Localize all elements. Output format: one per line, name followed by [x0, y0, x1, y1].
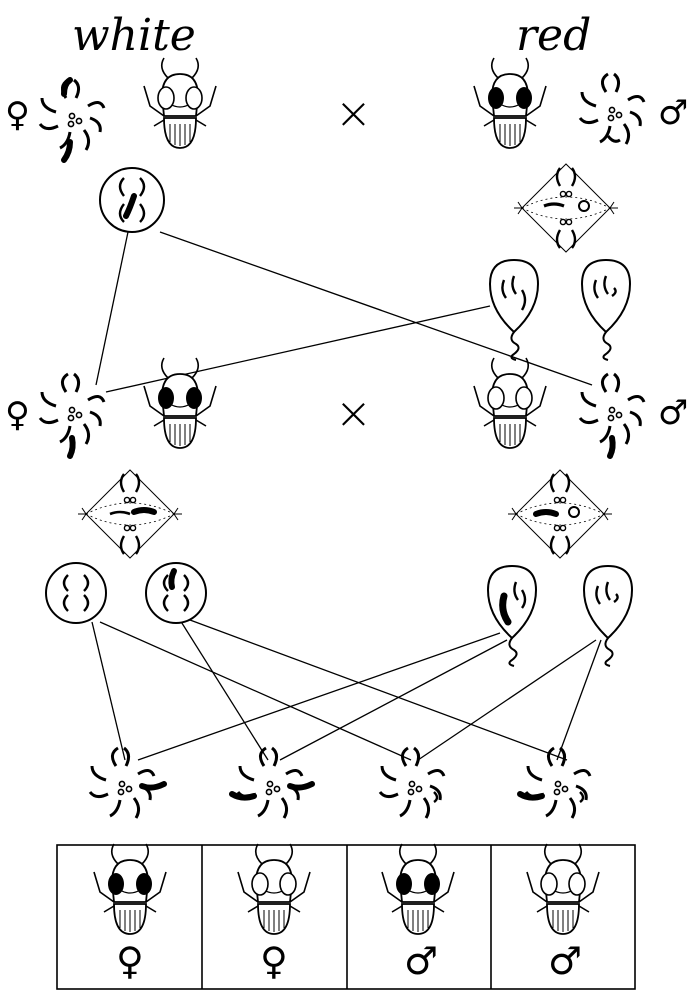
f1-egg-white: [46, 563, 106, 623]
f2-chromosomes-2: [232, 748, 312, 818]
f1-female-fly-red-eyes: [144, 358, 216, 448]
header-white: white: [72, 10, 196, 61]
f2-fly-2-white-eyes: [238, 844, 310, 934]
p-male-spindle: [514, 164, 618, 252]
p-cross-symbol: ×: [335, 92, 372, 136]
p-egg-cell: [100, 168, 164, 232]
header-red: red: [516, 10, 591, 61]
p-female-fly-white-eyes: [144, 58, 216, 148]
f2-fly-3-red-eyes: [382, 844, 454, 934]
f2-sex-4: ♂: [548, 942, 582, 980]
p-female-symbol: ♀: [5, 98, 30, 132]
f2-sex-3: ♂: [404, 942, 438, 980]
f1-male-symbol: ♂: [658, 396, 688, 430]
f1-female-symbol: ♀: [5, 398, 30, 432]
f1-cross-symbol: ×: [335, 392, 372, 436]
f1-sperm-y: [584, 566, 632, 666]
f2-sex-1: ♀: [116, 942, 144, 980]
f2-fly-1-red-eyes: [94, 844, 166, 934]
f1-male-fly-white-eyes: [474, 358, 546, 448]
p-male-symbol: ♂: [658, 96, 688, 130]
f1-sperm-x: [488, 566, 536, 666]
p-sperm-y: [582, 260, 630, 360]
f1-female-chromosomes: [40, 374, 104, 456]
p-male-fly-red-eyes: [474, 58, 546, 148]
f2-chromosomes-1: [90, 748, 164, 818]
p-sperm-x: [490, 260, 538, 360]
f1-egg-red: [146, 563, 206, 623]
p-female-chromosomes: [40, 80, 104, 160]
cross-lines-f1: [92, 620, 601, 760]
f2-chromosomes-3: [380, 748, 444, 818]
f2-sex-2: ♀: [260, 942, 288, 980]
f1-male-chromosomes: [580, 374, 644, 456]
f1-male-spindle: [508, 470, 612, 558]
f2-fly-4-white-eyes: [527, 844, 599, 934]
f1-female-spindle: [78, 470, 182, 558]
f2-chromosomes-4: [520, 748, 590, 818]
p-male-chromosomes: [580, 74, 644, 144]
